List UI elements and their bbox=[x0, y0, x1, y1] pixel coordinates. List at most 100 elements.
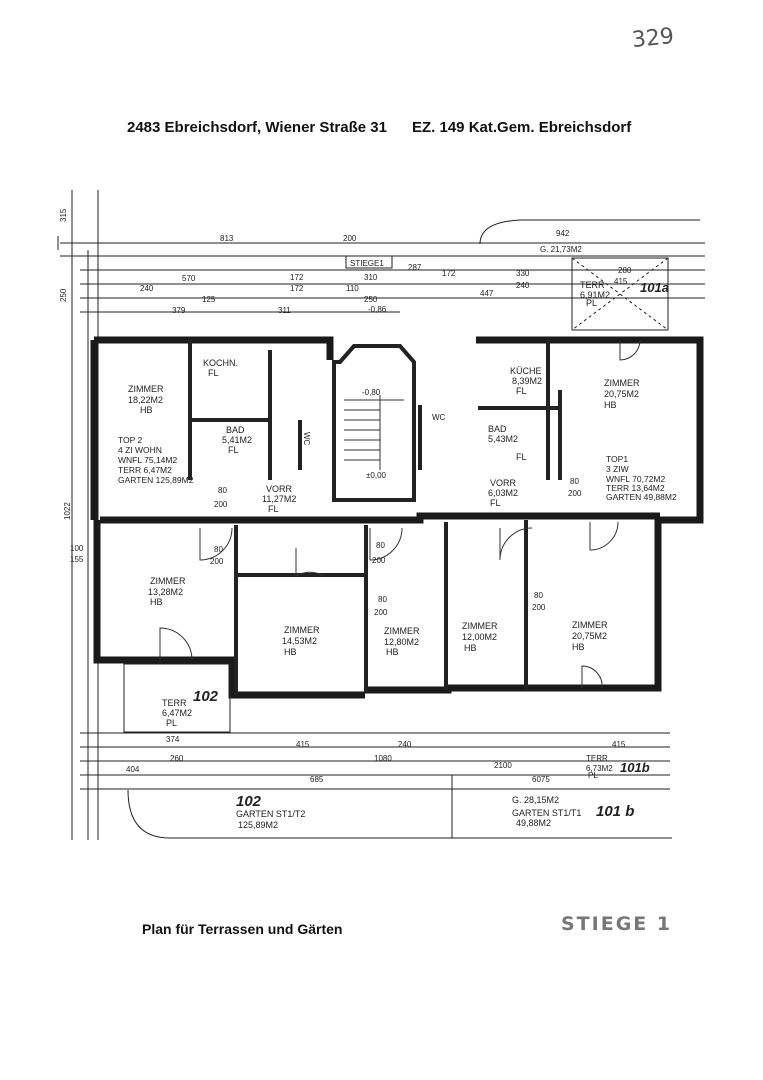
dimension-value: 200 bbox=[343, 234, 357, 243]
room-label: ZIMMER bbox=[604, 378, 640, 388]
wc-label: WC bbox=[302, 432, 311, 446]
dimension-value: 172 bbox=[290, 273, 304, 282]
level-mark: -0,86 bbox=[368, 305, 387, 314]
room-label: ZIMMER bbox=[128, 384, 164, 394]
dimension-value: 172 bbox=[442, 269, 456, 278]
room-label: BAD bbox=[226, 425, 245, 435]
dimension-value: 942 bbox=[556, 229, 570, 238]
room-area: 20,75M2 bbox=[604, 389, 639, 399]
room-area: 5,43M2 bbox=[488, 434, 518, 444]
door-swing bbox=[581, 665, 603, 689]
room-area: 5,41M2 bbox=[222, 435, 252, 445]
dimension-value: 280 bbox=[618, 266, 632, 275]
door-size: 200 bbox=[214, 500, 228, 509]
room-floor: HB bbox=[604, 400, 617, 410]
wall-exterior bbox=[93, 520, 365, 699]
room-floor: FL bbox=[268, 504, 279, 514]
dimension-value: 260 bbox=[170, 754, 184, 763]
dimension-value: 415 bbox=[614, 277, 628, 286]
terrace-101a bbox=[571, 257, 669, 331]
door-swing bbox=[619, 339, 641, 361]
wall-exterior bbox=[476, 336, 704, 692]
terrace-floor: PL bbox=[588, 771, 598, 780]
room-area: 12,80M2 bbox=[384, 637, 419, 647]
room-label: VORR bbox=[266, 484, 293, 494]
unit-type: 4 ZI WOHN bbox=[118, 445, 162, 455]
door-size: 200 bbox=[372, 556, 386, 565]
terrace-label: TERR bbox=[586, 754, 608, 763]
terrace-floor: PL bbox=[586, 298, 597, 308]
garden-label: GARTEN ST1/T1 bbox=[512, 808, 581, 818]
dimension-value: 250 bbox=[364, 295, 378, 304]
room-area: 8,39M2 bbox=[512, 376, 542, 386]
room-floor: HB bbox=[284, 647, 297, 657]
room-label: ZIMMER bbox=[572, 620, 608, 630]
room-label: KOCHN. bbox=[203, 358, 238, 368]
dimension-value: 374 bbox=[166, 735, 180, 744]
room-floor: FL bbox=[490, 498, 501, 508]
terrace-label: TERR bbox=[162, 698, 187, 708]
room-label: ZIMMER bbox=[284, 625, 320, 635]
garden-area: 49,88M2 bbox=[516, 818, 551, 828]
room-area: 6,03M2 bbox=[488, 488, 518, 498]
room-label: ZIMMER bbox=[384, 626, 420, 636]
dimension-value: 155 bbox=[70, 555, 84, 564]
room-label: KÜCHE bbox=[510, 366, 542, 376]
door-size: 80 bbox=[534, 591, 543, 600]
unit-type: 3 ZIW bbox=[606, 464, 629, 474]
door-size: 80 bbox=[378, 595, 387, 604]
door-size: 80 bbox=[570, 477, 579, 486]
unit-terr: TERR 13,64M2 bbox=[606, 483, 665, 493]
door-size: 80 bbox=[376, 541, 385, 550]
dimension-value: 311 bbox=[278, 306, 291, 315]
door-size: 200 bbox=[532, 603, 546, 612]
plan-caption: Plan für Terrassen und Gärten bbox=[142, 921, 343, 937]
dimension-value: 813 bbox=[220, 234, 234, 243]
dimension-value: 1080 bbox=[374, 754, 392, 763]
level-mark: ±0,00 bbox=[366, 471, 387, 480]
dimension-value: 2100 bbox=[494, 761, 512, 770]
room-floor: HB bbox=[386, 647, 399, 657]
address-text: 2483 Ebreichsdorf, Wiener Straße 31 bbox=[127, 119, 387, 136]
room-label: ZIMMER bbox=[462, 621, 498, 631]
staircase-core bbox=[332, 344, 416, 502]
unit-wnfl: WNFL 70,72M2 bbox=[606, 474, 665, 484]
dimension-value: 100 bbox=[70, 544, 84, 553]
wall-exterior bbox=[94, 336, 334, 360]
unit-garten: GARTEN 49,88M2 bbox=[606, 492, 677, 502]
dimension-value: 447 bbox=[480, 289, 494, 298]
dimension-value: 240 bbox=[398, 740, 412, 749]
garden-area: G. 21,73M2 bbox=[540, 245, 582, 254]
dimension-value: 240 bbox=[516, 281, 530, 290]
parcel-text: EZ. 149 Kat.Gem. Ebreichsdorf bbox=[412, 119, 632, 136]
room-floor: HB bbox=[464, 643, 477, 653]
terrace-area: 6,47M2 bbox=[162, 708, 192, 718]
dimension-value: 125 bbox=[202, 295, 216, 304]
terrace-tag: 102 bbox=[193, 688, 219, 705]
room-floor: FL bbox=[516, 452, 527, 462]
unit-title: TOP1 bbox=[606, 454, 628, 464]
terrace-hatch bbox=[571, 257, 669, 331]
dimension-value: 379 bbox=[172, 306, 186, 315]
room-floor: FL bbox=[208, 368, 219, 378]
door-size: 80 bbox=[214, 545, 223, 554]
dimension-value: 110 bbox=[346, 284, 359, 293]
dimension-value: 685 bbox=[310, 775, 324, 784]
garden-area: G. 28,15M2 bbox=[512, 795, 559, 805]
door-size: 200 bbox=[374, 608, 388, 617]
door-swing bbox=[199, 527, 233, 561]
wc-label: WC bbox=[432, 413, 446, 422]
dimension-value: 287 bbox=[408, 263, 422, 272]
dimension-value: 315 bbox=[59, 208, 68, 222]
terrace-area: 6,73M2 bbox=[586, 764, 613, 773]
dimension-value: 240 bbox=[140, 284, 154, 293]
staircase-tag: STIEGE1 bbox=[350, 259, 384, 268]
unit-garten: GARTEN 125,89M2 bbox=[118, 475, 194, 485]
dimension-value: 250 bbox=[59, 288, 68, 302]
dimension-value: 330 bbox=[516, 269, 530, 278]
room-label: BAD bbox=[488, 424, 507, 434]
terrace-area: 6,91M2 bbox=[580, 290, 610, 300]
level-mark: -0,80 bbox=[362, 388, 381, 397]
door-swing bbox=[159, 627, 193, 661]
